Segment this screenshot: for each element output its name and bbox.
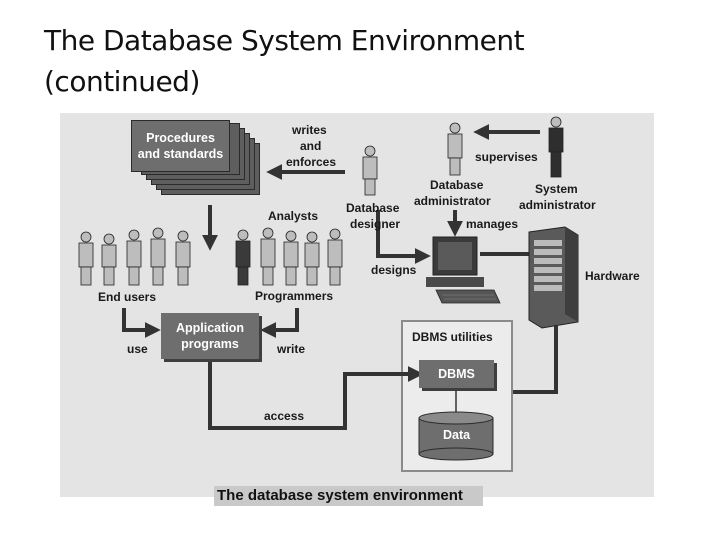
data-cylinder [418, 411, 494, 461]
title-line-2: (continued) [44, 65, 200, 98]
use-label: use [127, 342, 148, 356]
enforces-label: enforces [286, 155, 337, 169]
hardware-label: Hardware [585, 269, 640, 283]
dbms-utilities-label: DBMS utilities [412, 330, 493, 344]
data-label: Data [443, 428, 471, 442]
use-arrow [122, 308, 161, 338]
database-administrator-person [447, 122, 463, 176]
system-administrator-person [548, 116, 564, 178]
title-line-1: The Database System Environment [44, 24, 525, 57]
write-arrow [260, 308, 299, 338]
end-users-label: End users [98, 290, 157, 304]
page-title: The Database System Environment (continu… [44, 20, 525, 102]
access-arrow [208, 360, 424, 430]
computer-icon [426, 236, 501, 304]
application-programs-box: Application programs [161, 313, 259, 359]
designs-label: designs [371, 263, 417, 277]
writes-label: writes [292, 123, 327, 137]
write-label: write [277, 342, 306, 356]
hardware-dbms-link [513, 322, 558, 394]
procedures-box: Procedures and standards [131, 120, 230, 172]
supervises-label: supervises [475, 150, 538, 164]
designer-label-2: designer [350, 217, 401, 231]
and-label: and [300, 139, 322, 153]
programmers-label: Programmers [255, 289, 334, 303]
dbms-label: DBMS [438, 367, 475, 381]
access-label: access [264, 409, 305, 423]
server-icon [528, 226, 579, 329]
figure-caption: The database system environment [214, 486, 483, 506]
sysadmin-label-1: System [535, 182, 578, 196]
sysadmin-label-2: administrator [519, 198, 596, 212]
end-users-group [78, 227, 191, 286]
procedures-line-1: Procedures [146, 131, 215, 145]
designer-label-1: Database [346, 201, 400, 215]
dba-label-1: Database [430, 178, 484, 192]
app-line-1: Application [175, 321, 245, 335]
programmers-group [235, 227, 343, 286]
designs-arrow [376, 210, 431, 264]
dba-label-2: administrator [414, 194, 491, 208]
manages-label: manages [466, 217, 519, 231]
analysts-label: Analysts [268, 209, 319, 223]
procedures-line-2: and standards [137, 147, 224, 161]
dbms-box: DBMS [419, 360, 494, 388]
database-designer-person [362, 145, 378, 196]
app-line-2: programs [181, 337, 239, 351]
